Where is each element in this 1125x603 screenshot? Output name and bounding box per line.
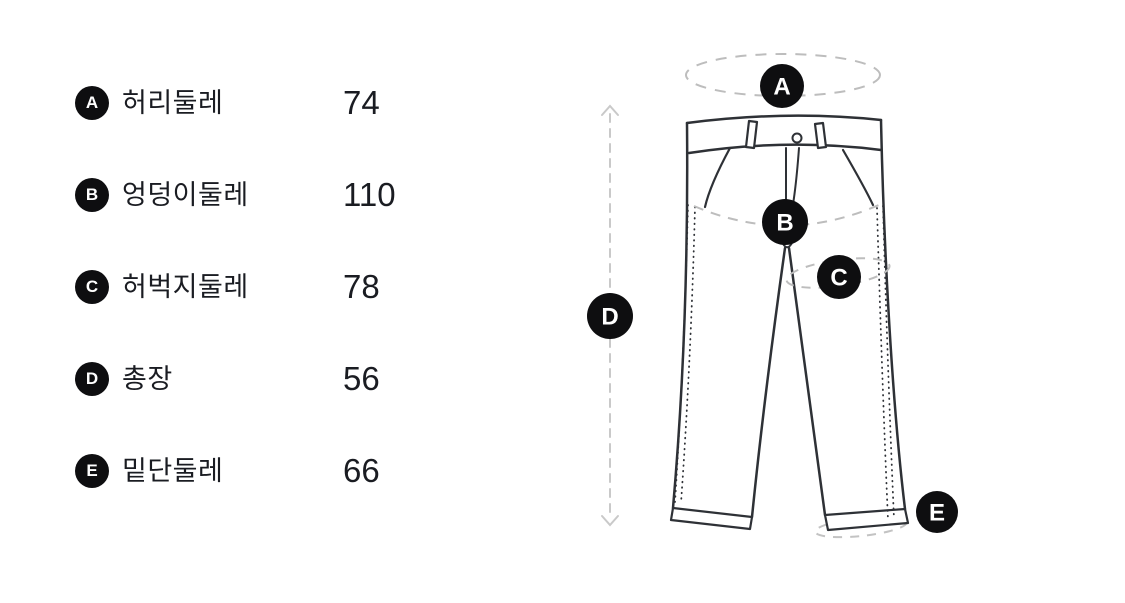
measurement-row-hem: E 밑단둘레 66 (75, 454, 396, 488)
measurement-label-hem: 밑단둘레 (122, 456, 224, 486)
diagram-marker-a: A (760, 64, 804, 108)
diagram-marker-c-letter: C (830, 265, 847, 292)
diagram-marker-d: D (587, 293, 633, 339)
marker-badge-c: C (75, 270, 109, 304)
marker-badge-d: D (75, 362, 109, 396)
measurement-value-thigh: 78 (343, 268, 380, 305)
diagram-markers: A B C D E (587, 64, 958, 533)
waist-button (791, 132, 803, 144)
diagram-marker-a-letter: A (773, 74, 790, 101)
belt-loop-right (813, 121, 828, 150)
measurement-label-length: 총장 (122, 364, 173, 394)
measurement-value-waist: 74 (343, 84, 380, 121)
diagram-marker-d-letter: D (601, 304, 618, 331)
measurement-row-waist: A 허리둘레 74 (75, 86, 396, 120)
marker-badge-b: B (75, 178, 109, 212)
measurement-label-hip: 엉덩이둘레 (122, 180, 249, 210)
measurement-row-length: D 총장 56 (75, 362, 396, 396)
side-seam-stitching (674, 204, 895, 521)
diagram-marker-e: E (916, 491, 958, 533)
diagram-marker-b-letter: B (776, 210, 793, 237)
marker-badge-a: A (75, 86, 109, 120)
diagram-marker-c: C (817, 255, 861, 299)
marker-badge-e: E (75, 454, 109, 488)
pants-silhouette (671, 115, 908, 531)
diagram-marker-b: B (762, 199, 808, 245)
measurement-legend: A 허리둘레 74 B 엉덩이둘레 110 C 허벅지둘레 78 D 총장 56… (75, 86, 396, 488)
measurement-row-thigh: C 허벅지둘레 78 (75, 270, 396, 304)
pants-diagram: A B C D E (587, 53, 958, 539)
measurement-value-hem: 66 (343, 452, 380, 489)
measurement-value-hip: 110 (343, 176, 396, 213)
measurement-label-waist: 허리둘레 (122, 88, 224, 118)
measurement-value-length: 56 (343, 360, 380, 397)
belt-loop-left (744, 119, 759, 150)
measurement-label-thigh: 허벅지둘레 (122, 272, 249, 302)
diagram-marker-e-letter: E (929, 500, 945, 527)
measurement-row-hip: B 엉덩이둘레 110 (75, 178, 396, 212)
